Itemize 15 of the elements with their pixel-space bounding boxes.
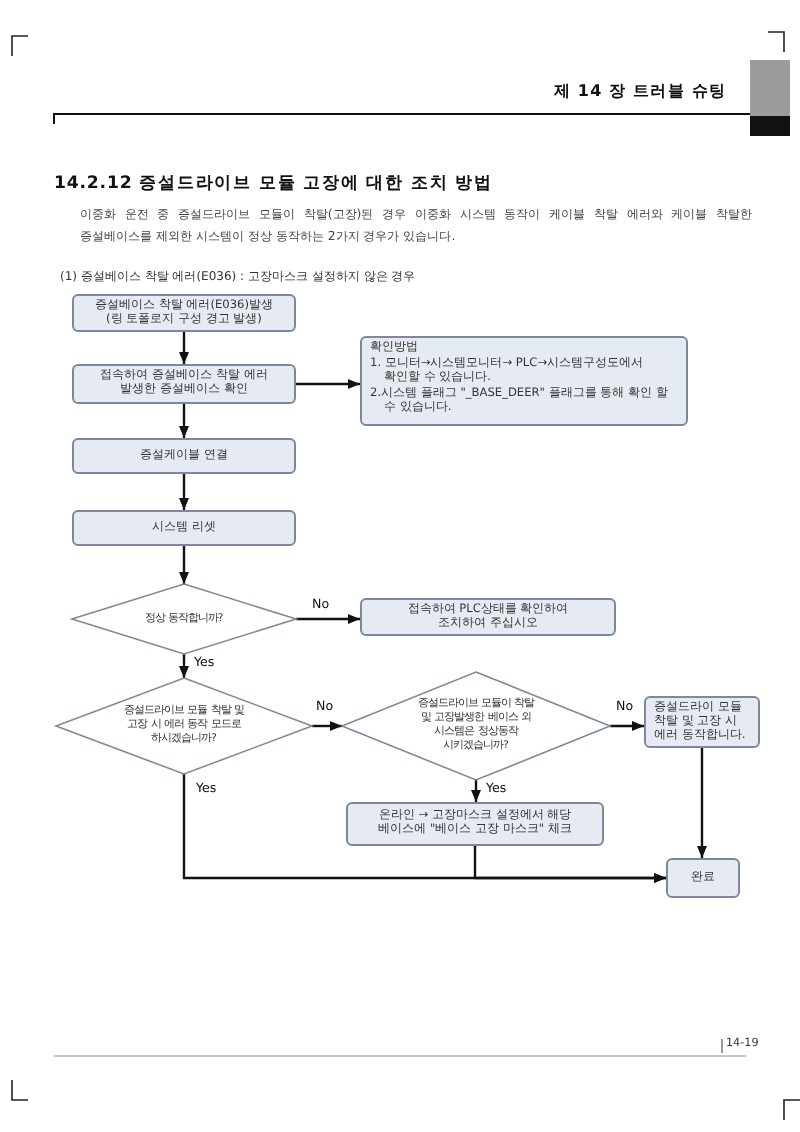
arrow — [697, 748, 707, 858]
note-box — [360, 336, 688, 426]
arrow — [179, 474, 189, 510]
arrow — [473, 846, 666, 883]
arrow — [296, 379, 360, 389]
arrow — [312, 721, 342, 731]
arrow — [179, 546, 189, 584]
chapter-heading: 제 14 장 트러블 슈팅 — [553, 80, 726, 102]
arrow — [610, 721, 644, 731]
arrow — [471, 780, 481, 802]
arrow — [179, 654, 189, 678]
arrow — [296, 614, 360, 624]
arrow — [179, 332, 189, 364]
section-heading: 14.2.12 증설드라이브 모듈 고장에 대한 조치 방법 — [54, 172, 493, 196]
arrow — [179, 404, 189, 438]
